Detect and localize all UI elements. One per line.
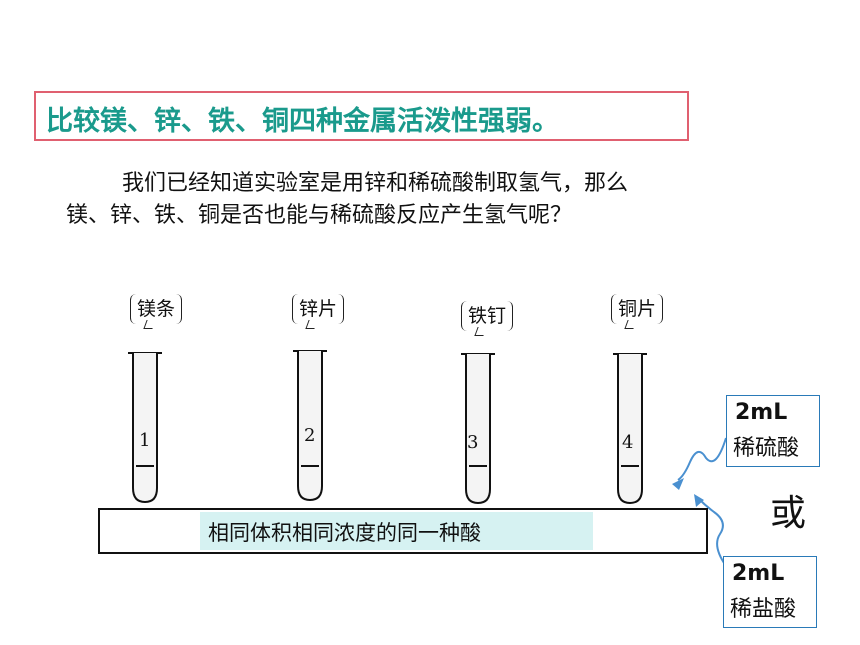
shelf-label-text: 相同体积相同浓度的同一种酸 [208,521,481,545]
tube-label-4: 铜片 [611,294,664,329]
tube-number-4: 4 [622,432,633,453]
tube-label-3-text: 铁钉 [468,305,507,327]
test-tube-3: 3 [461,353,495,505]
acid-amount-1: 2mL [735,400,788,425]
wavy-arrow-top-head [672,478,684,490]
page-title: 比较镁、锌、铁、铜四种金属活泼性强弱。 [46,106,559,137]
intro-line-2: 镁、锌、铁、铜是否也能与稀硫酸反应产生氢气呢？ [66,203,573,228]
wavy-arrow-bottom [699,499,727,567]
or-label: 或 [770,493,807,534]
tube-number-3: 3 [467,432,478,453]
tube-label-1: 镁条 [130,294,183,329]
acid-name-2: 稀盐酸 [730,597,797,622]
wavy-arrow-bottom-head [694,494,704,507]
tube-number-2: 2 [304,425,315,446]
tube-label-2: 锌片 [292,294,345,329]
intro-line-1: 我们已经知道实验室是用锌和稀硫酸制取氢气，那么 [122,171,629,196]
acid-box-sulfuric: 2mL 稀硫酸 [726,395,820,467]
test-tube-2: 2 [293,350,327,502]
tube-label-2-text: 锌片 [299,298,338,320]
tube-label-4-text: 铜片 [618,298,657,320]
acid-name-1: 稀硫酸 [733,436,800,461]
test-tube-4: 4 [613,353,647,505]
tube-label-1-text: 镁条 [137,298,176,320]
wavy-arrow-top [677,437,727,481]
test-tube-1: 1 [128,352,162,504]
intro-paragraph: 我们已经知道实验室是用锌和稀硫酸制取氢气，那么 镁、锌、铁、铜是否也能与稀硫酸反… [66,168,806,232]
tube-label-3: 铁钉 [461,301,514,336]
tube-number-1: 1 [139,430,150,451]
acid-amount-2: 2mL [732,561,785,586]
shelf-label: 相同体积相同浓度的同一种酸 [200,512,593,550]
title-box: 比较镁、锌、铁、铜四种金属活泼性强弱。 [34,91,689,141]
acid-box-hydrochloric: 2mL 稀盐酸 [723,556,817,628]
